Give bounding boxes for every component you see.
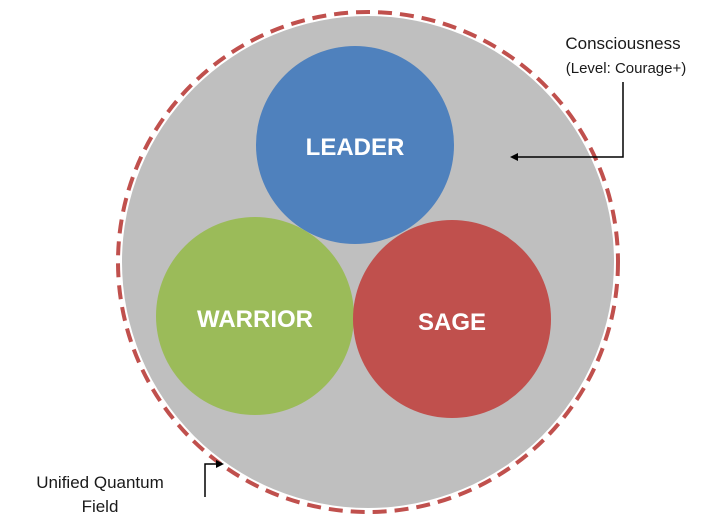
consciousness-arrow: [510, 82, 624, 161]
sage-label: SAGE: [418, 309, 486, 336]
field-arrow: [204, 460, 224, 497]
leader-circle: [256, 46, 454, 244]
consciousness-title: Consciousness: [565, 34, 680, 53]
sage-circle: [353, 220, 551, 418]
warrior-label: WARRIOR: [197, 306, 313, 333]
warrior-circle: [156, 217, 354, 415]
unified-quantum-field-ring: [116, 10, 620, 514]
leader-label: LEADER: [306, 134, 405, 161]
field-label-line1: Unified Quantum: [36, 473, 164, 492]
field-label-line2: Field: [82, 497, 119, 516]
consciousness-subtitle: (Level: Courage+): [566, 60, 686, 77]
